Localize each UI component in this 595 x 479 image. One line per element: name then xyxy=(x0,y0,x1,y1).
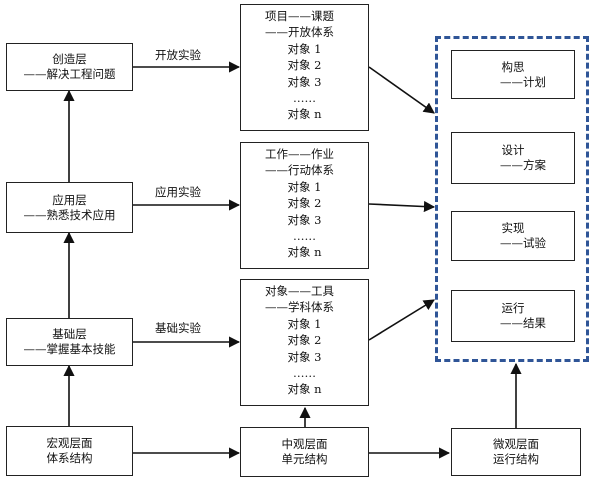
object-item: 对象 3 xyxy=(287,74,322,89)
foundation-layer-subtitle: ——掌握基本技能 xyxy=(23,342,116,356)
object-item: 对象 3 xyxy=(287,212,322,227)
operate-stage-box: 运行 ——结果 xyxy=(451,290,575,342)
object-tool-box-line2: ——学科体系 xyxy=(265,300,334,315)
design-stage-subtitle: ——方案 xyxy=(500,158,546,172)
arrow-bot-to-frame xyxy=(368,299,435,341)
conceive-stage-box: 构思 ——计划 xyxy=(451,50,575,99)
macro-level-subtitle: 体系结构 xyxy=(46,451,93,465)
project-box-line1: 项目——课题 xyxy=(265,9,334,23)
work-box-line1: 工作——作业 xyxy=(265,147,334,161)
meso-level-subtitle: 单元结构 xyxy=(281,452,328,466)
basic-experiment-label: 基础实验 xyxy=(155,321,201,335)
object-item: 对象 n xyxy=(287,382,322,397)
project-box: 项目——课题 ——开放体系 对象 1 对象 2 对象 3 …… 对象 n xyxy=(240,4,369,131)
design-stage-box: 设计 ——方案 xyxy=(451,132,575,184)
object-item: 对象 2 xyxy=(287,58,322,73)
foundation-layer-box: 基础层 ——掌握基本技能 xyxy=(6,318,133,366)
object-tool-box: 对象——工具 ——学科体系 对象 1 对象 2 对象 3 …… 对象 n xyxy=(240,279,369,406)
implement-stage-subtitle: ——试验 xyxy=(500,236,546,250)
object-item: 对象 2 xyxy=(287,333,322,348)
creation-layer-title: 创造层 xyxy=(52,52,87,66)
application-layer-title: 应用层 xyxy=(52,192,87,207)
meso-level-box: 中观层面 单元结构 xyxy=(240,427,369,477)
object-item: 对象 1 xyxy=(287,179,322,194)
arrow-top-to-frame xyxy=(368,66,435,114)
conceive-stage-subtitle: ——计划 xyxy=(500,74,546,89)
open-experiment-label: 开放实验 xyxy=(155,48,201,62)
ellipsis: …… xyxy=(293,229,316,244)
object-item: 对象 3 xyxy=(287,349,322,364)
arrow-mid-to-frame xyxy=(368,200,436,213)
operate-stage-title: 运行 xyxy=(501,301,525,315)
work-box: 工作——作业 ——行动体系 对象 1 对象 2 对象 3 …… 对象 n xyxy=(240,142,369,269)
object-item: 对象 n xyxy=(287,245,322,260)
design-stage-title: 设计 xyxy=(501,143,525,157)
creation-layer-box: 创造层 ——解决工程问题 xyxy=(6,43,133,91)
meso-level-title: 中观层面 xyxy=(281,437,328,451)
object-tool-box-line1: 对象——工具 xyxy=(265,284,334,298)
micro-level-subtitle: 运行结构 xyxy=(493,452,539,466)
creation-layer-subtitle: ——解决工程问题 xyxy=(23,67,116,81)
operate-stage-subtitle: ——结果 xyxy=(500,316,546,330)
foundation-layer-title: 基础层 xyxy=(52,327,87,341)
ellipsis: …… xyxy=(293,366,316,381)
implement-stage-box: 实现 ——试验 xyxy=(451,211,575,261)
project-box-line2: ——开放体系 xyxy=(265,25,334,40)
macro-level-title: 宏观层面 xyxy=(46,436,93,450)
application-layer-box: 应用层 ——熟悉技术应用 xyxy=(6,182,133,233)
applied-experiment-label: 应用实验 xyxy=(155,185,201,199)
micro-level-title: 微观层面 xyxy=(493,437,539,451)
implement-stage-title: 实现 xyxy=(501,221,525,235)
micro-level-box: 微观层面 运行结构 xyxy=(451,428,581,476)
application-layer-subtitle: ——熟悉技术应用 xyxy=(23,207,116,222)
object-item: 对象 1 xyxy=(287,316,322,331)
stages-dashed-frame xyxy=(435,36,589,362)
ellipsis: …… xyxy=(293,91,316,106)
object-item: 对象 1 xyxy=(287,41,322,56)
object-item: 对象 n xyxy=(287,107,322,122)
object-item: 对象 2 xyxy=(287,196,322,211)
conceive-stage-title: 构思 xyxy=(501,59,525,74)
macro-level-box: 宏观层面 体系结构 xyxy=(6,426,133,476)
work-box-line2: ——行动体系 xyxy=(265,163,334,178)
